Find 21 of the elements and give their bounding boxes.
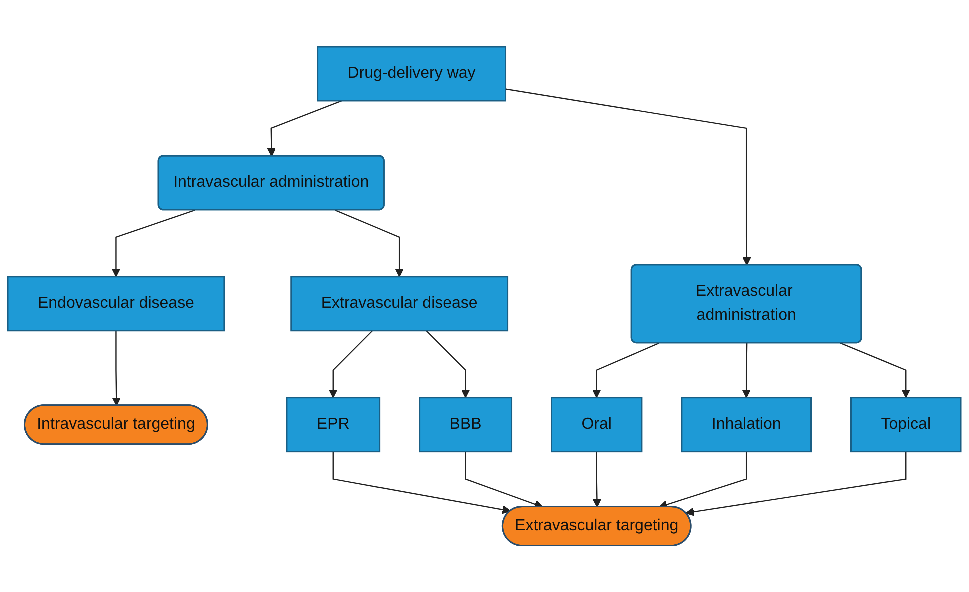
arrow — [328, 330, 374, 398]
node-box: Drug-delivery way — [317, 46, 506, 102]
arrow — [592, 451, 602, 508]
node-box: Topical — [850, 396, 962, 452]
arrow — [112, 330, 121, 406]
node-box: Inhalation — [681, 396, 812, 452]
node-box: Endovascular disease — [7, 276, 226, 332]
node-box: EPR — [286, 396, 381, 452]
arrow — [267, 100, 342, 156]
arrow — [332, 451, 512, 514]
arrow — [112, 209, 196, 277]
node-box: Extravascular disease — [290, 276, 509, 332]
arrow — [592, 342, 660, 398]
arrow — [840, 342, 911, 398]
arrow — [742, 342, 751, 398]
arrow — [686, 451, 907, 516]
node-box: Oral — [551, 396, 643, 452]
arrow — [335, 209, 404, 277]
arrow — [426, 330, 470, 398]
node-box: BBB — [419, 396, 513, 452]
arrow — [506, 88, 752, 266]
